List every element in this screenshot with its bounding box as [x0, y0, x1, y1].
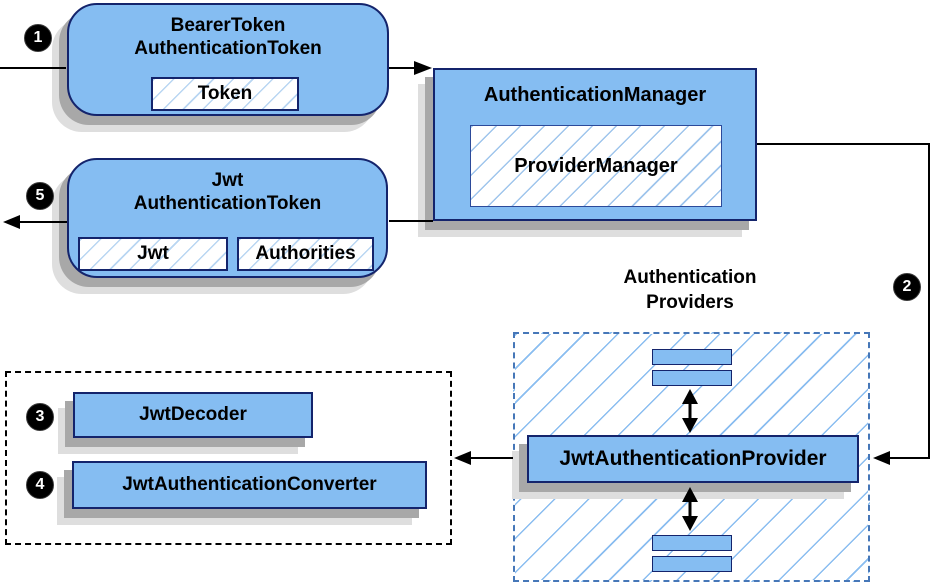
- step-3-badge-number: 3: [35, 408, 45, 425]
- jwt-decoder-box: JwtDecoder: [73, 392, 313, 438]
- authentication-manager-title: AuthenticationManager: [483, 84, 707, 106]
- step-1-badge: 1: [24, 24, 52, 52]
- token-slot-label: Token: [197, 83, 253, 104]
- provider-placeholder-bar-4: [652, 556, 732, 572]
- jwt-token-title-line1: Jwt: [211, 170, 244, 191]
- provider-placeholder-bar-3: [652, 535, 732, 551]
- jwt-authentication-provider-box: JwtAuthenticationProvider: [527, 435, 859, 483]
- step-4-badge-number: 4: [35, 476, 45, 493]
- bearer-token-title-line2: AuthenticationToken: [134, 38, 322, 59]
- step-3-badge: 3: [26, 403, 54, 431]
- provider-manager-slot: ProviderManager: [470, 125, 722, 207]
- jwt-decoder-label: JwtDecoder: [139, 404, 247, 425]
- step-5-badge: 5: [26, 182, 54, 210]
- bearer-token-box-title: BearerToken AuthenticationToken: [69, 5, 387, 60]
- jwt-token-title-line2: AuthenticationToken: [133, 193, 322, 214]
- provider-placeholder-bar-1: [652, 349, 732, 365]
- provider-placeholder-bar-2: [652, 370, 732, 386]
- jwt-slot: Jwt: [78, 237, 228, 271]
- outgoing-result-arrowhead-icon: [3, 215, 20, 229]
- jwt-authentication-provider-label: JwtAuthenticationProvider: [559, 447, 827, 470]
- authentication-providers-label: Authentication Providers: [560, 265, 820, 315]
- authorities-slot: Authorities: [237, 237, 374, 271]
- step-2-badge-number: 2: [902, 278, 912, 295]
- jwt-slot-label: Jwt: [137, 243, 169, 264]
- bearer-to-manager-arrowhead-icon: [414, 61, 432, 75]
- jwt-token-box-title: Jwt AuthenticationToken: [69, 160, 386, 215]
- token-slot: Token: [151, 77, 299, 111]
- jwt-authentication-converter-box: JwtAuthenticationConverter: [72, 461, 427, 509]
- bearer-token-title-line1: BearerToken: [170, 15, 286, 36]
- authentication-providers-label-line1: Authentication: [623, 267, 757, 288]
- jwt-authentication-converter-label: JwtAuthenticationConverter: [122, 474, 377, 495]
- provider-to-decoders-arrowhead-icon: [454, 451, 471, 465]
- step-2-badge: 2: [893, 273, 921, 301]
- provider-manager-label: ProviderManager: [514, 154, 678, 177]
- manager-to-provider-arrowhead-icon: [873, 451, 890, 465]
- authorities-slot-label: Authorities: [255, 243, 356, 264]
- step-1-badge-number: 1: [33, 29, 43, 46]
- authentication-providers-label-line2: Providers: [646, 292, 734, 313]
- step-4-badge: 4: [26, 471, 54, 499]
- step-5-badge-number: 5: [35, 187, 45, 204]
